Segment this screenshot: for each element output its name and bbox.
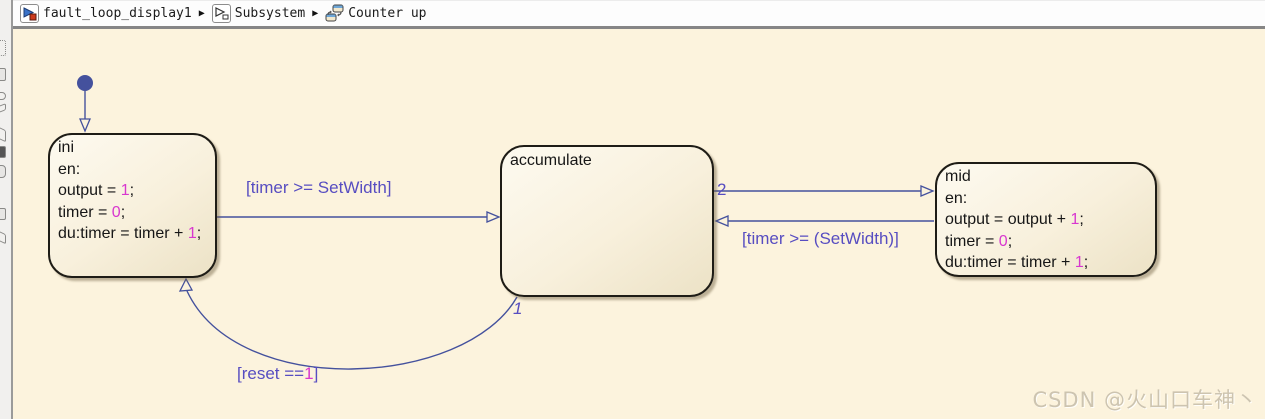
state-title: accumulate bbox=[510, 152, 592, 169]
palette-tool-fragment bbox=[0, 125, 6, 143]
breadcrumb-item-chart[interactable]: Counter up bbox=[325, 4, 427, 23]
transition-accumulate-to-mid[interactable] bbox=[713, 185, 935, 197]
state-action-line: du:timer = timer + 1; bbox=[58, 225, 202, 242]
arrowhead-icon bbox=[178, 277, 194, 292]
stateflow-chart-icon bbox=[325, 4, 344, 23]
state-action-line: en: bbox=[945, 189, 968, 207]
palette-tool-fragment bbox=[0, 92, 6, 100]
palette-canvas-divider bbox=[11, 0, 13, 419]
transition-label-reset[interactable]: [reset ==1] bbox=[237, 364, 319, 383]
state-mid[interactable]: mid en: output = output + 1; timer = 0; … bbox=[935, 162, 1157, 277]
state-action-line: output = 1; bbox=[58, 182, 135, 199]
breadcrumb-label[interactable]: fault_loop_display1 bbox=[43, 6, 192, 21]
palette-tool-fragment bbox=[0, 103, 6, 114]
breadcrumb-label[interactable]: Subsystem bbox=[234, 6, 306, 21]
palette-tool-fragment bbox=[0, 146, 6, 158]
arrowhead-icon bbox=[920, 185, 935, 197]
transition-label-timer-setwidth-paren[interactable]: [timer >= (SetWidth)] bbox=[742, 229, 899, 248]
arrowhead-icon bbox=[486, 211, 501, 223]
palette-tool-fragment bbox=[0, 208, 6, 220]
palette-tool-fragment bbox=[0, 165, 6, 178]
transition-ini-to-accumulate[interactable] bbox=[217, 211, 501, 223]
state-action-line: output = output + 1; bbox=[945, 211, 1084, 228]
breadcrumb-separator-icon: ▶ bbox=[198, 8, 205, 19]
arrowhead-icon bbox=[714, 215, 729, 227]
simulink-model-icon bbox=[20, 4, 39, 23]
state-title: ini bbox=[58, 139, 75, 156]
state-accumulate[interactable]: accumulate bbox=[500, 145, 714, 297]
state-action-line: en: bbox=[58, 160, 81, 178]
csdn-watermark: CSDN @火山口车神丶 bbox=[1032, 388, 1258, 412]
breadcrumb-item-subsystem[interactable]: Subsystem bbox=[211, 4, 306, 23]
palette-tool-fragment bbox=[0, 68, 6, 81]
transition-mid-to-accumulate[interactable] bbox=[714, 215, 934, 227]
breadcrumb-label[interactable]: Counter up bbox=[348, 6, 427, 21]
breadcrumb-separator-icon: ▶ bbox=[312, 8, 319, 19]
state-action-line: timer = 0; bbox=[58, 203, 126, 221]
state-ini[interactable]: ini en: output = 1; timer = 0; du:timer … bbox=[48, 133, 217, 278]
default-transition[interactable] bbox=[77, 75, 93, 133]
transition-accumulate-to-ini[interactable] bbox=[178, 277, 518, 370]
state-action-line: timer = 0; bbox=[945, 232, 1013, 250]
state-action-line: du:timer = timer + 1; bbox=[945, 254, 1089, 271]
transition-label-timer-setwidth[interactable]: [timer >= SetWidth] bbox=[246, 178, 392, 197]
default-transition-junction[interactable] bbox=[77, 75, 93, 91]
arrowhead-icon bbox=[79, 118, 91, 133]
subsystem-icon bbox=[211, 4, 231, 23]
palette-tool-fragment bbox=[0, 40, 6, 56]
transition-order-label-1[interactable]: 1 bbox=[513, 299, 523, 318]
breadcrumb-item-model[interactable]: fault_loop_display1 bbox=[20, 4, 192, 23]
left-palette-strip bbox=[0, 0, 11, 419]
breadcrumb: fault_loop_display1 ▶ Subsystem ▶ bbox=[13, 0, 1265, 29]
state-title: mid bbox=[945, 168, 971, 185]
transition-order-label-2[interactable]: 2 bbox=[717, 180, 727, 199]
palette-tool-fragment bbox=[0, 229, 6, 245]
